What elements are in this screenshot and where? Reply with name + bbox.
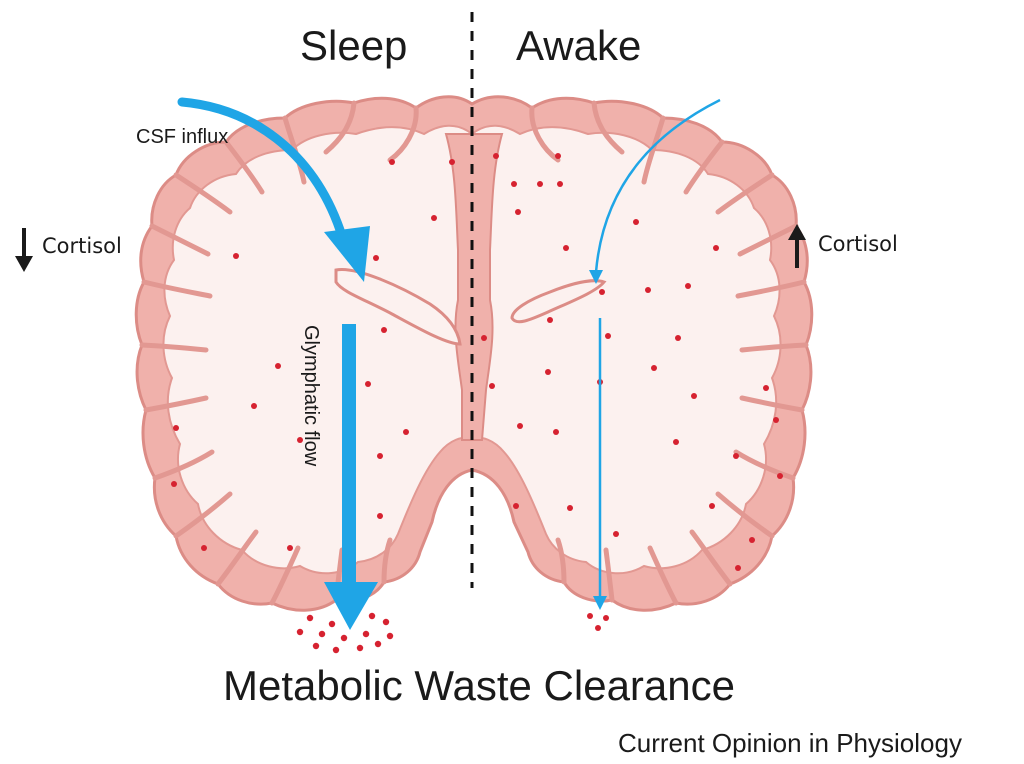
glymphatic-flow-label: Glymphatic flow [300,325,322,467]
glymphatic-flow-shaft [342,324,356,586]
csf-influx-label: CSF influx [136,126,229,148]
cleared-waste-left [296,612,394,654]
awake-influx-arrowhead [589,270,603,284]
csf-influx-arrowhead [324,226,370,282]
diagram-title: Metabolic Waste Clearance [223,662,735,709]
cleared-waste-right [587,613,609,631]
right-ventricle [510,279,607,324]
arrow-up-icon [788,224,806,268]
left-ventricle [334,267,462,346]
cortisol-increase-label: Cortisol [818,232,898,256]
glymphatic-flow-arrowhead [324,582,378,630]
midline-tissue [444,133,504,441]
sulci [139,100,809,606]
cortisol-decrease-label: Cortisol [42,234,122,258]
awake-influx-arrow [594,98,721,273]
csf-influx-arrow [177,97,345,235]
waste-dots-brain [171,153,783,571]
awake-flow-arrowhead [593,596,607,610]
awake-label: Awake [516,22,642,69]
source-credit: Current Opinion in Physiology [618,728,962,758]
sleep-label: Sleep [300,22,408,69]
arrow-down-icon [15,228,33,272]
